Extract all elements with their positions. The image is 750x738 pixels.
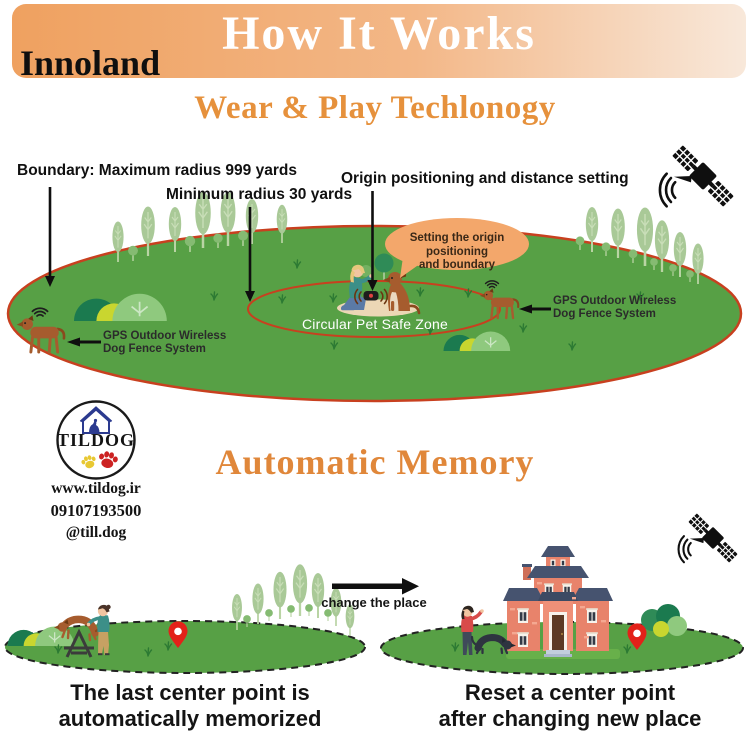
speech-bubble [385,218,529,278]
new-place-scene [380,546,744,675]
memory-section-heading: Automatic Memory [215,442,535,482]
section-subtitle: Wear & Play Techlonogy [194,90,556,126]
owner-and-dog-center [337,264,421,317]
gps-collar-icon [354,288,388,305]
memorized-caption-line2: automatically memorized [58,706,322,731]
gps-system-label-left: GPS Outdoor Wireless Dog Fence System [103,330,226,356]
jumping-dog [54,615,103,642]
reset-caption-line1: Reset a center point [464,680,676,705]
change-place-label: change the place [321,595,427,610]
speech-bubble-text: Setting the origin positioning and bound… [387,232,527,273]
page-title: How It Works [222,7,536,60]
gps-left-line2: Dog Fence System [103,343,206,355]
brand-text: Innoland [20,43,161,83]
memorized-caption-line1: The last center point is [70,680,310,705]
kneeling-person [341,264,373,311]
agility-hurdle-icon [64,628,94,658]
round-tree-icon [374,253,394,273]
social-handle-text: @till.dog [65,524,127,541]
label-origin-setting: Origin positioning and distance setting [341,170,629,187]
change-place-arrow [332,578,419,595]
standing-person-right [461,605,484,655]
gps-right-line1: GPS Outdoor Wireless [553,295,677,307]
reset-caption-line2: after changing new place [438,706,702,731]
website-text: www.tildog.ir [51,480,141,497]
memorized-place-scene [4,563,366,674]
house-illustration [503,546,620,659]
satellite-icon [677,510,741,572]
callout-arrows [45,187,551,347]
gps-left-line1: GPS Outdoor Wireless [103,330,227,342]
bush-cluster-right [641,604,687,637]
satellite-icon [658,142,737,218]
header-banner [12,4,746,78]
memorized-caption: The last center point is automatically m… [5,680,375,732]
dog-house-icon [79,406,113,434]
gps-right-line2: Dog Fence System [553,308,656,320]
phone-text: 09107193500 [50,501,142,520]
label-min-radius: Minimum radius 30 yards [166,186,353,203]
logo-wordmark: TILDOG [56,430,136,450]
playing-dog-dark [470,633,516,655]
standing-person-left [86,604,111,656]
speech-bubble-line1: Setting the origin positioning [409,232,505,258]
gps-system-label-right: GPS Outdoor Wireless Dog Fence System [553,295,676,321]
speech-bubble-line2: and boundary [418,259,496,271]
reset-caption: Reset a center point after changing new … [392,680,748,732]
main-field-scene [6,190,743,403]
tildog-logo-badge [56,400,136,480]
safe-zone-label: Circular Pet Safe Zone [301,316,449,332]
label-boundary-max: Boundary: Maximum radius 999 yards [17,162,297,179]
